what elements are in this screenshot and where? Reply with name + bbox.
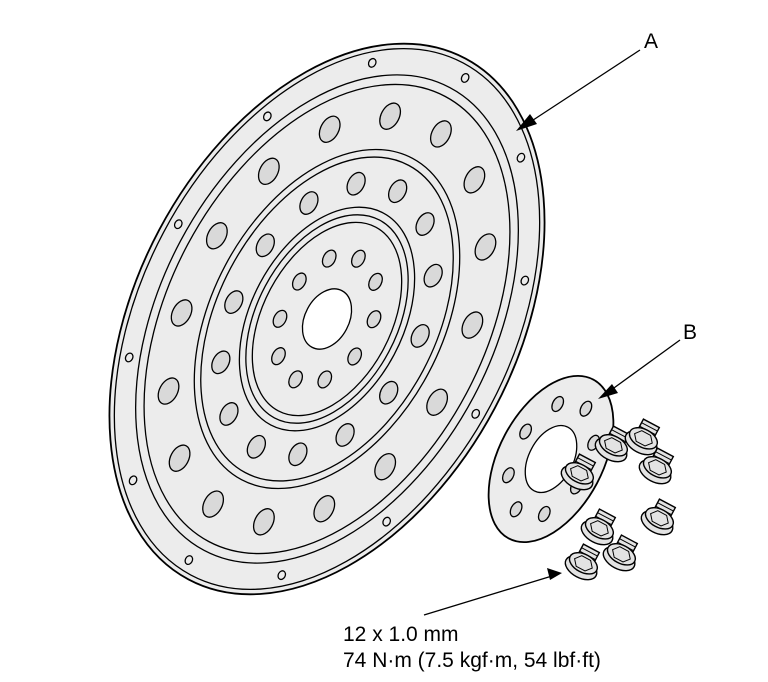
- middle-hole: [211, 350, 231, 375]
- outer-hole: [168, 444, 191, 472]
- outer-hole: [463, 166, 486, 194]
- inner-hole: [271, 347, 286, 366]
- inner-hole-ring: [271, 249, 383, 389]
- middle-hole: [335, 423, 355, 447]
- middle-hole: [415, 212, 435, 236]
- spec-leader: [423, 568, 562, 616]
- bolt-size-spec: 12 x 1.0 mm: [343, 623, 459, 646]
- middle-hole: [346, 171, 366, 196]
- flex-plate-ring-4: [200, 156, 454, 482]
- inner-hole: [321, 249, 337, 268]
- inner-hole: [347, 347, 363, 366]
- rim-bolt-hole: [184, 555, 194, 566]
- rim-bolt-hole: [128, 475, 138, 486]
- flywheel-bolts: [560, 418, 677, 581]
- outer-hole: [205, 222, 228, 250]
- middle-hole: [379, 380, 399, 405]
- middle-hole: [224, 290, 244, 314]
- flywheel-bolt: [640, 498, 677, 536]
- rim-bolt-hole: [173, 219, 183, 230]
- flex-plate-hub-ring-2: [245, 214, 409, 424]
- callout-label-a: A: [644, 30, 658, 53]
- outer-hole: [379, 102, 402, 130]
- flex-plate-rim: [113, 47, 541, 591]
- inner-hole: [366, 310, 382, 329]
- bolt-torque-spec: 74 N·m (7.5 kgf·m, 54 lbf·ft): [343, 649, 601, 672]
- inner-hole: [272, 309, 288, 328]
- middle-hole: [219, 402, 239, 426]
- outer-hole: [318, 115, 341, 143]
- drive-plate-hole: [501, 467, 515, 484]
- flywheel-bolt: [638, 447, 675, 485]
- rim-bolt-hole: [520, 275, 530, 286]
- drive-plate-hole: [509, 501, 523, 518]
- rim-bolt-hole: [471, 408, 481, 419]
- outer-hole: [426, 388, 449, 416]
- middle-hole: [255, 233, 275, 258]
- outer-hole-ring: [157, 102, 497, 536]
- rim-bolt-hole: [277, 570, 287, 581]
- outer-hole: [157, 377, 180, 405]
- flywheel-bolt: [580, 508, 617, 546]
- rim-bolt-hole: [124, 352, 134, 363]
- middle-hole: [246, 434, 267, 459]
- outer-hole: [429, 120, 452, 148]
- flywheel-bolt: [594, 425, 631, 463]
- middle-hole-ring: [211, 171, 443, 467]
- flex-plate-hub-ring-1: [238, 206, 416, 432]
- drive-plate-hole: [537, 505, 551, 523]
- drive-plate: [487, 374, 615, 544]
- outer-hole: [461, 311, 484, 339]
- outer-hole: [202, 490, 225, 518]
- middle-hole: [288, 442, 308, 467]
- rim-bolt-hole: [516, 152, 526, 163]
- rim-bolt-hole: [367, 57, 377, 68]
- callout-b-leader: [598, 339, 681, 399]
- flywheel-bolt: [560, 453, 597, 491]
- flex-plate-ring-2: [143, 83, 511, 555]
- inner-hole: [317, 370, 333, 389]
- rim-bolt-holes: [124, 57, 530, 581]
- drive-plate-hole: [519, 423, 533, 440]
- flex-plate: [108, 42, 546, 596]
- outer-hole: [313, 495, 336, 523]
- inner-hole: [350, 249, 366, 268]
- flywheel-bolt: [564, 543, 601, 581]
- rim-bolt-hole: [262, 111, 272, 122]
- inner-hole: [291, 272, 307, 291]
- middle-hole: [423, 263, 443, 288]
- drive-plate-hole: [579, 400, 593, 417]
- flex-plate-center-bore: [301, 288, 353, 350]
- outer-hole: [474, 233, 497, 261]
- callout-label-b: B: [683, 321, 697, 344]
- callout-a-leader: [516, 49, 641, 131]
- drive-plate-holes: [501, 395, 601, 523]
- inner-hole: [288, 370, 304, 389]
- outer-hole: [374, 452, 397, 481]
- outer-hole: [170, 299, 193, 327]
- flywheel-bolt: [602, 534, 639, 572]
- flywheel-bolt: [624, 418, 661, 456]
- middle-hole: [299, 191, 319, 215]
- outer-hole: [252, 508, 275, 536]
- middle-hole: [410, 324, 430, 348]
- middle-hole: [387, 179, 408, 204]
- outer-hole: [257, 157, 280, 186]
- drive-plate-hole: [551, 395, 565, 413]
- rim-bolt-hole: [460, 72, 470, 83]
- rim-bolt-hole: [382, 516, 392, 527]
- inner-hole: [368, 272, 383, 291]
